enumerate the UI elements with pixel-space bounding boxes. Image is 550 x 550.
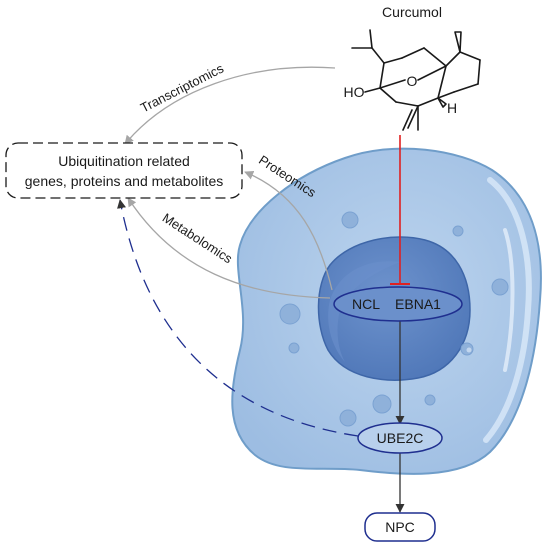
vesicle (491, 278, 509, 296)
dashed-feedback-arc (117, 199, 359, 437)
vesicle (279, 303, 301, 325)
ubiquitination-box (5, 142, 243, 199)
ebna1-label: EBNA1 (395, 296, 441, 312)
vesicle (452, 225, 464, 237)
transcriptomics-label: Transcriptomics (138, 60, 227, 115)
ncl-ebna1-node (333, 286, 463, 322)
ube2c-label: UBE2C (377, 430, 424, 446)
vesicle (372, 394, 392, 414)
ube2c-node (357, 422, 443, 454)
nucleus-inner-shade (328, 261, 400, 362)
metabolomics-arrow (127, 197, 331, 299)
vesicle (339, 409, 357, 427)
oxygen-label: O (407, 73, 418, 89)
vesicle (288, 342, 300, 354)
ho-label: HO (344, 84, 365, 100)
transcriptomics-arrow (124, 66, 336, 145)
vesicles (279, 211, 509, 427)
vesicle (424, 394, 436, 406)
box-label-line2: genes, proteins and metabolites (25, 173, 223, 189)
h-label: H (447, 100, 457, 116)
cell-membrane-highlight-right (503, 228, 515, 372)
metabolomics-label: Metabolomics (160, 210, 236, 267)
ncl-label: NCL (352, 296, 380, 312)
npc-label: NPC (385, 519, 415, 535)
npc-node (364, 512, 436, 542)
curcumol-structure (351, 29, 481, 131)
box-label-line1: Ubiquitination related (58, 153, 190, 169)
compound-name: Curcumol (382, 4, 442, 20)
cell-membrane-highlight (483, 177, 532, 443)
proteomics-arrow (244, 170, 333, 291)
vesicle (466, 347, 472, 353)
vesicle (341, 211, 359, 229)
